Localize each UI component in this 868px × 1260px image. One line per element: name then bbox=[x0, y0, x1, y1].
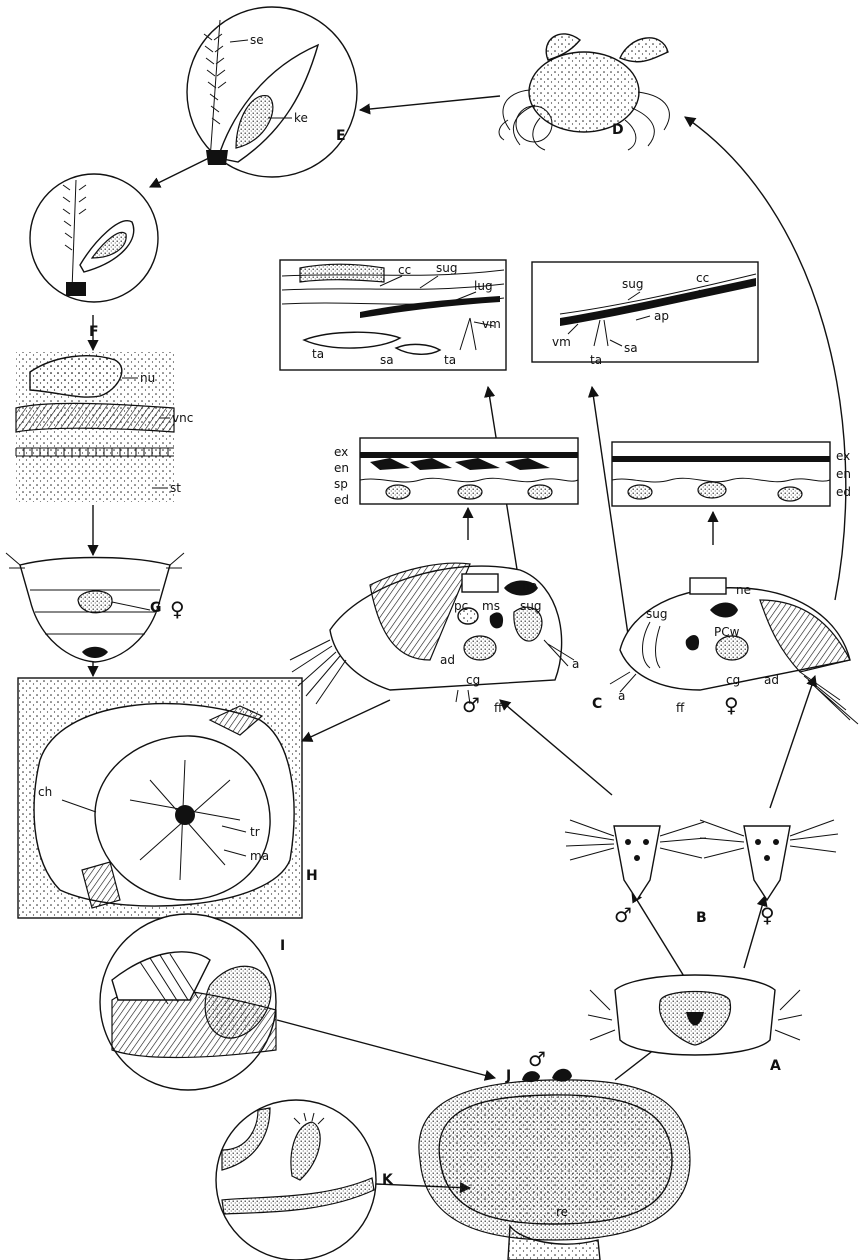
label-ta-male-2: ta bbox=[444, 353, 456, 367]
panel-i-emergence: I bbox=[100, 914, 285, 1090]
label-ta-male: ta bbox=[312, 347, 324, 361]
panel-label-b: B bbox=[696, 910, 707, 926]
label-nu: nu bbox=[140, 371, 155, 385]
label-pcw: PCw bbox=[714, 625, 740, 639]
label-sug-female: sug bbox=[646, 607, 667, 621]
label-vm-female: vm bbox=[552, 335, 571, 349]
label-tr: tr bbox=[250, 825, 260, 839]
label-ff-female: ff bbox=[676, 701, 685, 715]
label-pc-male: pc bbox=[454, 599, 468, 613]
label-ch: ch bbox=[38, 785, 52, 799]
label-a-female: a bbox=[618, 689, 625, 703]
symbol-female-c: ♀ bbox=[724, 693, 739, 717]
label-ad-male: ad bbox=[440, 653, 455, 667]
label-ad-female: ad bbox=[764, 673, 779, 687]
panel-c-male-mantle-inset: ex en sp ed bbox=[334, 438, 578, 507]
label-lug: lug bbox=[474, 279, 493, 293]
panel-b-cyprids: ♂ ♀ B bbox=[565, 820, 838, 927]
label-re: re bbox=[556, 1205, 568, 1219]
label-ed-female: ed bbox=[836, 485, 851, 499]
panel-e-settlement: se ke E bbox=[187, 7, 357, 177]
label-vm-male: vm bbox=[482, 317, 501, 331]
label-ex-female: ex bbox=[836, 449, 850, 463]
label-ke: ke bbox=[294, 111, 308, 125]
panel-f-injection: F bbox=[30, 174, 158, 340]
label-ta-female: ta bbox=[590, 353, 602, 367]
panel-c-male-body: ne sug pc ms ad cg ff a ♂ C bbox=[290, 563, 602, 717]
label-sa-female: sa bbox=[624, 341, 638, 355]
panel-label-a: A bbox=[770, 1058, 781, 1074]
symbol-male-b: ♂ bbox=[614, 903, 632, 927]
panel-c-female-detail-inset: sug cc ap vm ta sa bbox=[532, 262, 758, 367]
label-st: st bbox=[170, 481, 181, 495]
panel-label-h: H bbox=[306, 868, 318, 884]
label-sp: sp bbox=[334, 477, 348, 491]
label-sa-male: sa bbox=[380, 353, 394, 367]
symbol-female-g: ♀ bbox=[170, 597, 185, 621]
panel-label-i: I bbox=[280, 938, 285, 954]
symbol-male-c: ♂ bbox=[462, 693, 480, 717]
panel-label-k: K bbox=[382, 1172, 394, 1188]
symbol-male-j: ♂ bbox=[528, 1047, 546, 1071]
label-sug-male-inset: sug bbox=[436, 261, 457, 275]
label-cg-female: cg bbox=[726, 673, 740, 687]
panel-label-g: G bbox=[150, 600, 162, 616]
panel-h-interna: ch tr ma H bbox=[18, 678, 318, 918]
panel-label-c: C bbox=[592, 696, 602, 712]
label-sug-male: sug bbox=[520, 599, 541, 613]
panel-k-receptacle: K bbox=[216, 1100, 394, 1260]
symbol-female-b: ♀ bbox=[760, 903, 775, 927]
label-ex-male: ex bbox=[334, 445, 348, 459]
label-ne-female: ne bbox=[736, 583, 751, 597]
label-ap: ap bbox=[654, 309, 669, 323]
panel-label-f: F bbox=[89, 324, 99, 340]
panel-a-infected-crab: A bbox=[588, 975, 802, 1074]
label-se: se bbox=[250, 33, 264, 47]
label-cc-male: cc bbox=[398, 263, 411, 277]
panel-c-male-detail-inset: cc sug lug vm ta sa ta bbox=[280, 260, 506, 370]
label-ma: ma bbox=[250, 849, 269, 863]
panel-j-externa: J ♂ re bbox=[419, 1047, 690, 1260]
label-ms: ms bbox=[482, 599, 500, 613]
label-cg-male: cg bbox=[466, 673, 480, 687]
panel-label-e: E bbox=[336, 128, 346, 144]
label-ff-male: ff bbox=[494, 701, 503, 715]
label-ed-male: ed bbox=[334, 493, 349, 507]
label-en-male: en bbox=[334, 461, 349, 475]
label-en-female: en bbox=[836, 467, 851, 481]
panel-label-d: D bbox=[612, 122, 624, 138]
panel-c-female-mantle-inset: ex en ed bbox=[612, 442, 851, 506]
label-sug-female-inset: sug bbox=[622, 277, 643, 291]
panel-label-j: J bbox=[505, 1068, 511, 1084]
label-cc-female: cc bbox=[696, 271, 709, 285]
panel-g-internal-phase: G ♀ bbox=[6, 553, 185, 662]
label-vnc: vnc bbox=[172, 411, 193, 425]
panel-c-female-body: ne sug PCw cg ad ff a ♀ bbox=[610, 578, 858, 724]
panel-nerve-section: nu vnc st bbox=[16, 352, 193, 502]
label-ne-male: ne bbox=[522, 579, 537, 593]
panel-d-host-crab: D bbox=[499, 34, 669, 150]
label-a-male: a bbox=[572, 657, 579, 671]
